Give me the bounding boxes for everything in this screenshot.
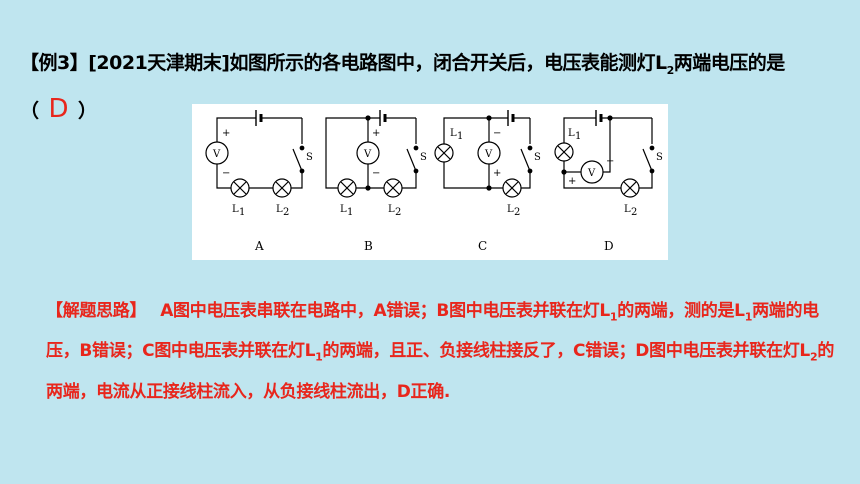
svg-text:1: 1 bbox=[347, 207, 353, 218]
switch-d bbox=[642, 148, 653, 172]
switch-b bbox=[406, 148, 417, 172]
voltmeter-c bbox=[477, 141, 501, 165]
panel-label-a: A bbox=[254, 239, 264, 253]
panel-label-c: C bbox=[478, 239, 487, 253]
switch-c bbox=[520, 148, 531, 172]
svg-text:2: 2 bbox=[395, 207, 401, 218]
question-tag: 【例3】 bbox=[20, 52, 89, 74]
panel-label-b: B bbox=[364, 239, 373, 253]
svg-text:L: L bbox=[340, 204, 347, 215]
svg-text:V: V bbox=[484, 149, 493, 160]
svg-text:1: 1 bbox=[575, 131, 581, 142]
svg-text:2: 2 bbox=[514, 207, 520, 218]
svg-text:L: L bbox=[624, 204, 631, 215]
question-text: 【例3】[2021天津期末]如图所示的各电路图中，闭合开关后，电压表能测灯L2两… bbox=[20, 52, 785, 124]
svg-text:+: + bbox=[222, 128, 230, 139]
circuit-diagrams: V + − S L 1 L 2 A bbox=[205, 110, 663, 253]
svg-text:+: + bbox=[493, 168, 501, 179]
svg-text:L: L bbox=[507, 204, 514, 215]
circuit-figure: V + − S L 1 L 2 A bbox=[192, 104, 668, 260]
svg-text:V: V bbox=[212, 149, 221, 160]
svg-text:+: + bbox=[372, 128, 380, 139]
svg-text:1: 1 bbox=[457, 131, 463, 142]
voltmeter-b bbox=[356, 141, 380, 165]
circuit-b bbox=[325, 110, 419, 198]
svg-text:−: − bbox=[493, 128, 501, 139]
answer-letter: D bbox=[48, 93, 69, 124]
panel-label-d: D bbox=[604, 239, 614, 253]
svg-text:L: L bbox=[568, 128, 575, 139]
svg-text:V: V bbox=[363, 149, 372, 160]
circuit-d bbox=[554, 110, 655, 198]
question-source: [2021天津期末] bbox=[88, 52, 230, 74]
svg-text:L: L bbox=[276, 204, 283, 215]
question-body-1: 如图所示的各电路图中，闭合开关后，电压表能测灯L bbox=[229, 52, 667, 74]
svg-text:S: S bbox=[656, 152, 663, 163]
svg-text:S: S bbox=[420, 152, 427, 163]
svg-text:L: L bbox=[388, 204, 395, 215]
svg-text:L: L bbox=[450, 128, 457, 139]
circuit-c bbox=[434, 110, 533, 198]
svg-text:L: L bbox=[232, 204, 239, 215]
svg-text:−: − bbox=[222, 168, 230, 179]
solution-text: 【解题思路】A图中电压表串联在电路中，A错误；B图中电压表并联在灯L1的两端，测… bbox=[46, 301, 835, 402]
svg-text:2: 2 bbox=[631, 207, 637, 218]
svg-text:+: + bbox=[568, 176, 576, 187]
solution-label: 【解题思路】 bbox=[46, 301, 147, 321]
svg-text:V: V bbox=[587, 168, 596, 179]
svg-text:S: S bbox=[534, 152, 541, 163]
svg-text:2: 2 bbox=[283, 207, 289, 218]
circuit-a bbox=[205, 110, 305, 198]
switch-a bbox=[292, 148, 303, 172]
svg-text:−: − bbox=[606, 156, 614, 167]
question-body-2: 两端电压的是（ bbox=[20, 52, 785, 122]
voltmeter-a bbox=[205, 141, 229, 165]
svg-text:S: S bbox=[306, 152, 313, 163]
svg-text:−: − bbox=[372, 168, 380, 179]
svg-text:1: 1 bbox=[239, 207, 245, 218]
